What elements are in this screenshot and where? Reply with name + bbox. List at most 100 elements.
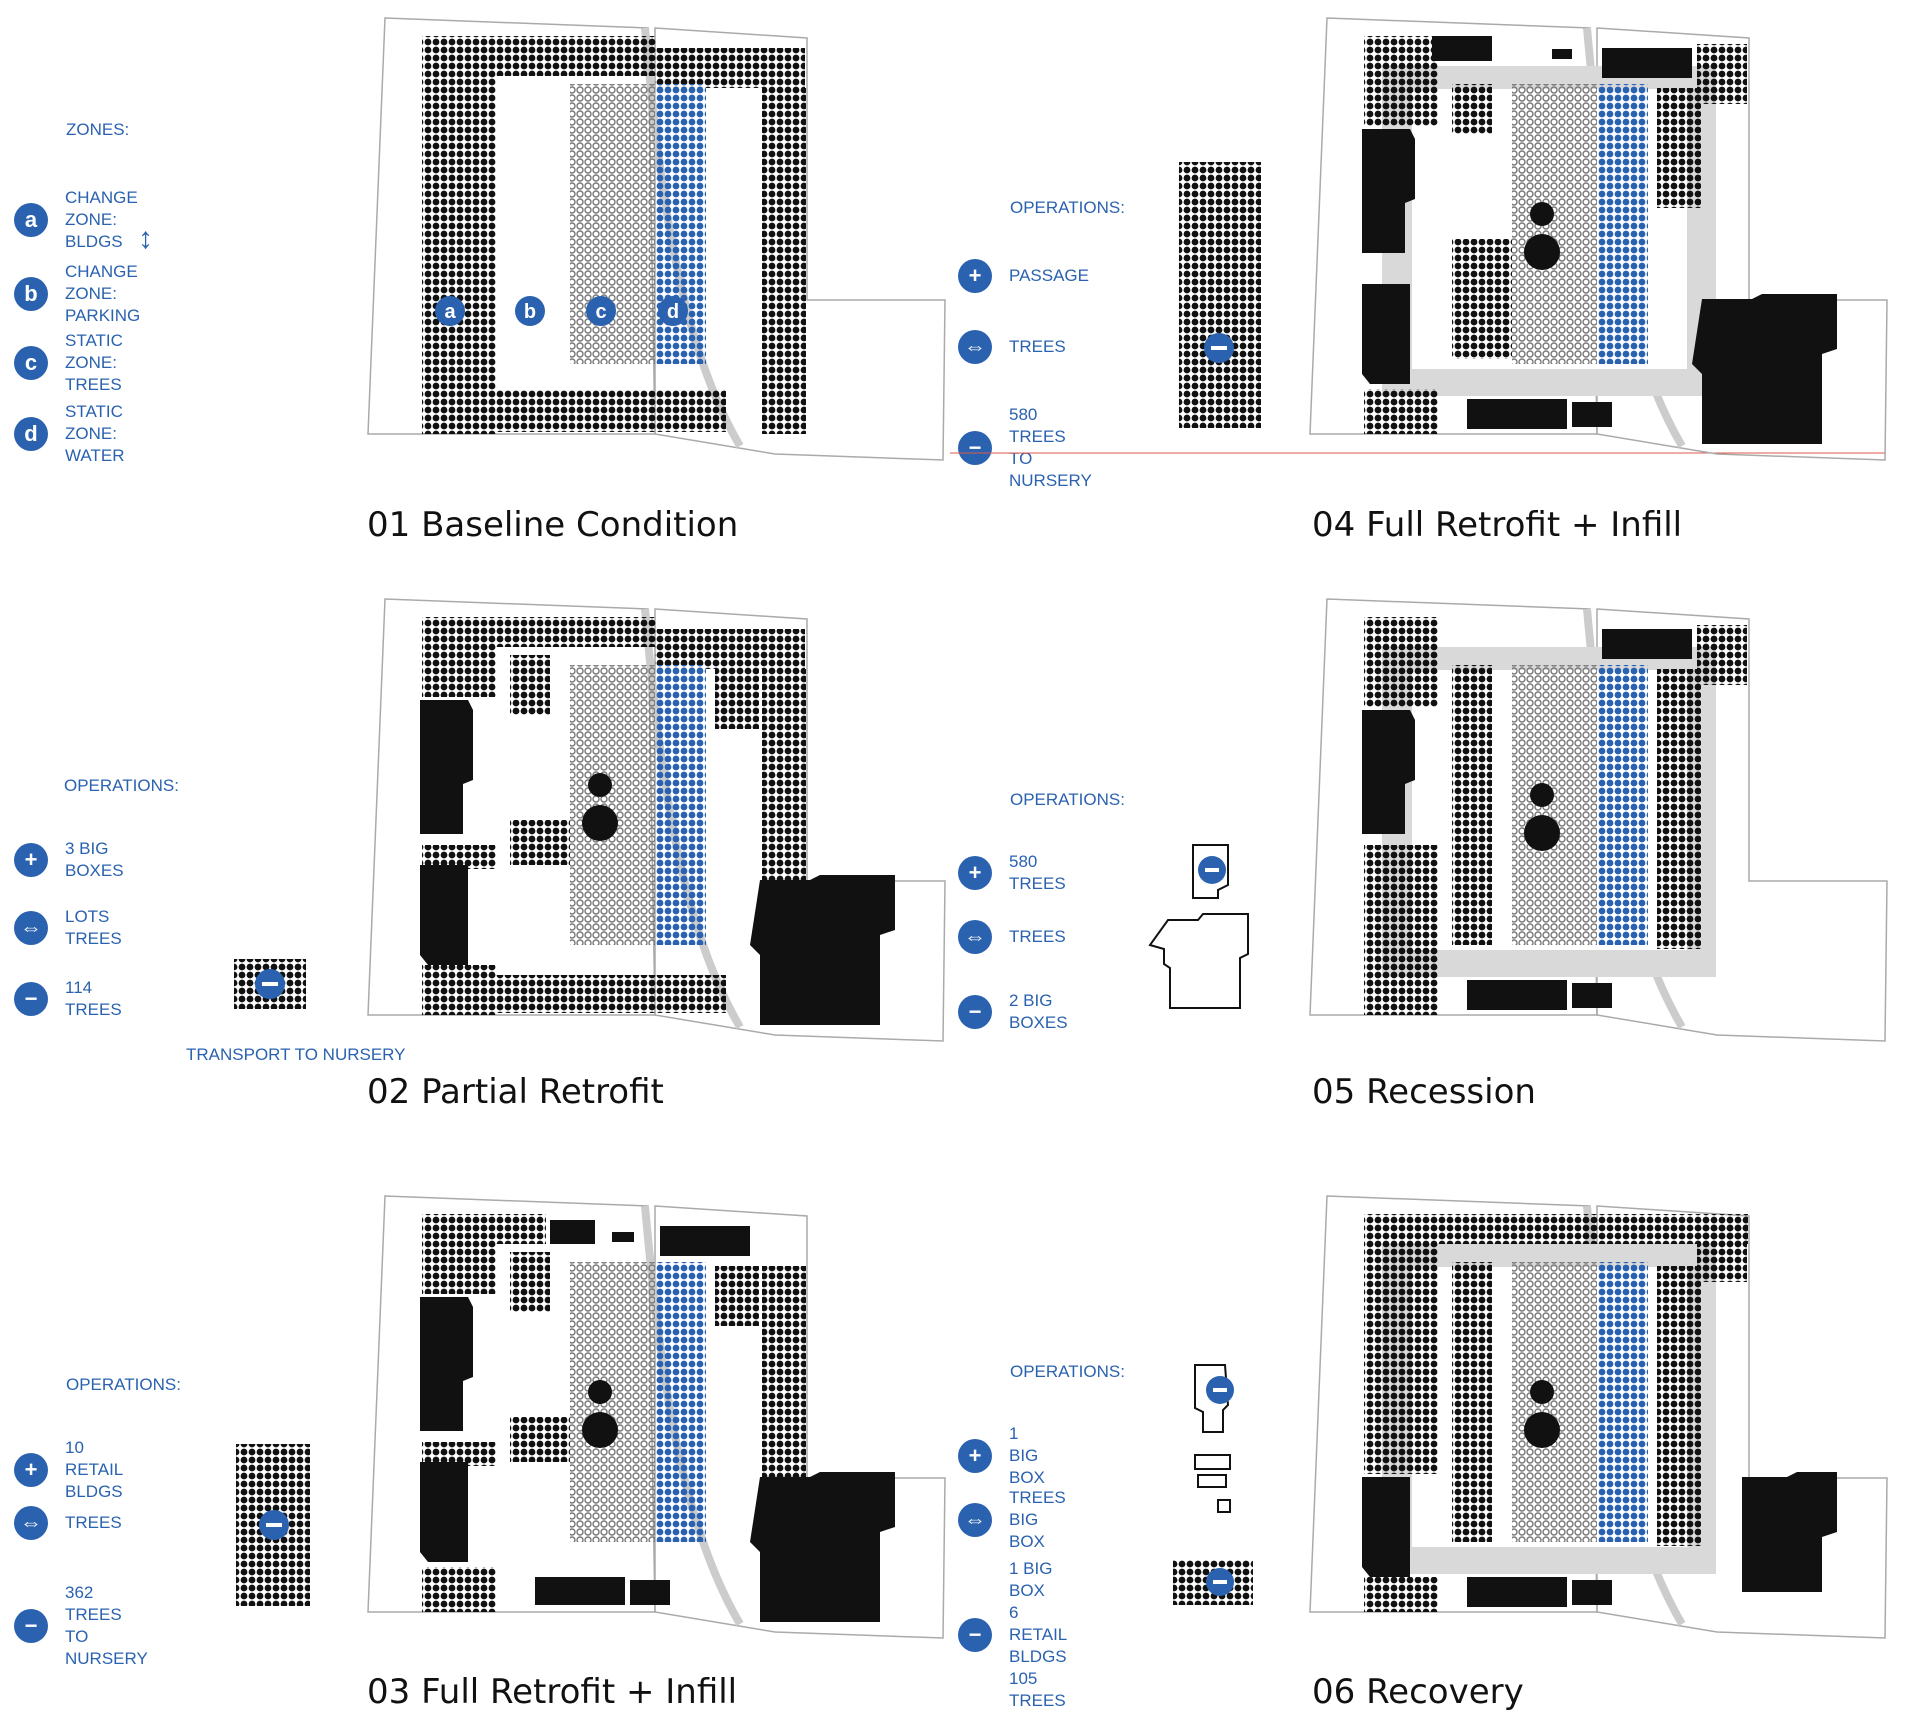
legend-item-d: d STATIC ZONE: WATER	[14, 401, 125, 467]
minus-icon: −	[14, 1609, 48, 1643]
exchange-arrows-icon: ⇔	[14, 911, 48, 945]
minus-icon: −	[958, 995, 992, 1029]
legend-label-d: STATIC ZONE: WATER	[65, 402, 125, 465]
plus-icon: +	[958, 856, 992, 890]
ops-03-label-plus: 10 RETAIL BLDGS	[65, 1438, 123, 1501]
site-plan-recession	[1309, 598, 1888, 1042]
ops-05-label-minus: 2 BIG BOXES	[1009, 991, 1068, 1032]
ops-06-item-minus: − 1 BIG BOX 6 RETAIL BLDGS 105 TREES	[958, 1558, 1067, 1712]
static-trees-zone	[570, 84, 655, 364]
nursery-trees-02	[234, 959, 306, 1009]
zone-b-badge: b	[14, 277, 48, 311]
legend-item-c: c STATIC ZONE: TREES	[14, 330, 123, 396]
ops-02-label-minus: 114 TREES	[65, 978, 122, 1019]
ops-06-label-minus: 1 BIG BOX 6 RETAIL BLDGS 105 TREES	[1009, 1559, 1067, 1710]
nursery-trees-04	[1179, 162, 1261, 428]
title-05: 05 Recession	[1312, 1072, 1536, 1112]
retail-building	[535, 1577, 625, 1605]
ops-02-item-minus: − 114 TREES	[14, 977, 122, 1021]
ops-04-label-exchange: TREES	[1009, 337, 1066, 356]
zones-heading: ZONES:	[66, 120, 130, 139]
map-badge-c-label: c	[595, 301, 606, 323]
legend-label-a: CHANGE ZONE: BLDGS	[65, 188, 138, 251]
site-plan-baseline: a b c d	[367, 17, 946, 461]
retail-building	[612, 1232, 634, 1242]
ops-04-label-minus: 580 TREES TO NURSERY	[1009, 405, 1092, 490]
map-badge-b-label: b	[524, 301, 536, 323]
red-rule	[950, 452, 1885, 454]
ops-02-item-exchange: ⇔ LOTS TREES	[14, 906, 122, 950]
parking-rows-east	[762, 88, 806, 434]
zone-badges: a b c d	[435, 296, 688, 326]
site-plan-full-retrofit-infill	[367, 1195, 946, 1639]
map-badge-d-label: d	[667, 301, 679, 323]
exchange-arrows-icon: ⇔	[958, 1503, 992, 1537]
legend-label-b: CHANGE ZONE: PARKING	[65, 262, 141, 325]
map-badge-c	[586, 296, 616, 326]
map-badge-a-label: a	[444, 301, 456, 323]
legend-label-c: STATIC ZONE: TREES	[65, 331, 123, 394]
ops-03-item-exchange: ⇔ TREES	[14, 1506, 122, 1540]
ops-heading-04: OPERATIONS:	[1010, 198, 1125, 217]
ops-04-label-plus: PASSAGE	[1009, 266, 1089, 285]
nursery-trees-03	[236, 1444, 310, 1606]
map-badge-a	[435, 296, 465, 326]
up-down-arrow-icon: ↕	[138, 222, 153, 255]
ops-heading-02: OPERATIONS:	[64, 776, 179, 795]
ops-05-item-exchange: ⇔ TREES	[958, 920, 1066, 954]
ops-05-label-plus: 580 TREES	[1009, 852, 1066, 893]
ops-heading-03: OPERATIONS:	[66, 1375, 181, 1394]
plus-icon: +	[958, 1439, 992, 1473]
ops-02-item-plus: + 3 BIG BOXES	[14, 838, 124, 882]
zone-c-badge: c	[14, 346, 48, 380]
map-badge-d	[658, 296, 688, 326]
title-06: 06 Recovery	[1312, 1672, 1524, 1712]
exchange-arrows-icon: ⇔	[958, 330, 992, 364]
map-badge-b	[515, 296, 545, 326]
plus-icon: +	[14, 843, 48, 877]
big-box-building	[420, 865, 468, 965]
ops-03-label-exchange: TREES	[65, 1513, 122, 1532]
minus-icon: −	[14, 982, 48, 1016]
plus-icon: +	[958, 259, 992, 293]
ops-05-item-plus: + 580 TREES	[958, 851, 1066, 895]
legend-item-b: b CHANGE ZONE: PARKING	[14, 261, 140, 327]
site-plan-recovery	[1309, 1195, 1888, 1639]
ops-06-item-plus: + 1 BIG BOX	[958, 1423, 1045, 1489]
ops-heading-06: OPERATIONS:	[1010, 1362, 1125, 1381]
retail-building	[660, 1226, 750, 1256]
site-plan-full-retrofit-passage	[1309, 17, 1888, 461]
retail-building	[630, 1580, 670, 1605]
removed-buildings-06	[1173, 1364, 1253, 1605]
ops-02-label-plus: 3 BIG BOXES	[65, 839, 124, 880]
title-02: 02 Partial Retrofit	[367, 1072, 664, 1112]
ops-04-item-plus: + PASSAGE	[958, 259, 1089, 293]
parking-rows-northeast	[655, 48, 805, 88]
ops-05-label-exchange: TREES	[1009, 927, 1066, 946]
title-04: 04 Full Retrofit + Infill	[1312, 505, 1683, 545]
legend-item-a: a CHANGE ZONE: BLDGS	[14, 187, 138, 253]
zone-d-badge: d	[14, 417, 48, 451]
minus-icon: −	[958, 1618, 992, 1652]
ops-02-label-exchange: LOTS TREES	[65, 907, 122, 948]
ops-06-label-exchange: TREES BIG BOX	[1009, 1488, 1066, 1551]
ops-06-label-plus: 1 BIG BOX	[1009, 1424, 1045, 1487]
retail-building	[550, 1220, 595, 1244]
transport-to-nursery-label: TRANSPORT TO NURSERY	[186, 1045, 406, 1064]
exchange-arrows-icon: ⇔	[958, 920, 992, 954]
exchange-arrows-icon: ⇔	[14, 1506, 48, 1540]
ops-heading-05: OPERATIONS:	[1010, 790, 1125, 809]
parking-rows-west	[422, 36, 496, 434]
plus-icon: +	[14, 1453, 48, 1487]
ops-04-item-exchange: ⇔ TREES	[958, 330, 1066, 364]
site-plan-partial-retrofit	[367, 598, 946, 1042]
parking-rows-north	[496, 36, 656, 76]
ops-04-item-minus: − 580 TREES TO NURSERY	[958, 404, 1092, 492]
title-01: 01 Baseline Condition	[367, 505, 739, 545]
big-box-building	[750, 875, 895, 1025]
zone-a-badge: a	[14, 203, 48, 237]
ops-05-item-minus: − 2 BIG BOXES	[958, 990, 1068, 1034]
minus-icon: −	[958, 431, 992, 465]
parking-rows-south	[496, 390, 726, 432]
ops-03-item-plus: + 10 RETAIL BLDGS	[14, 1437, 123, 1503]
